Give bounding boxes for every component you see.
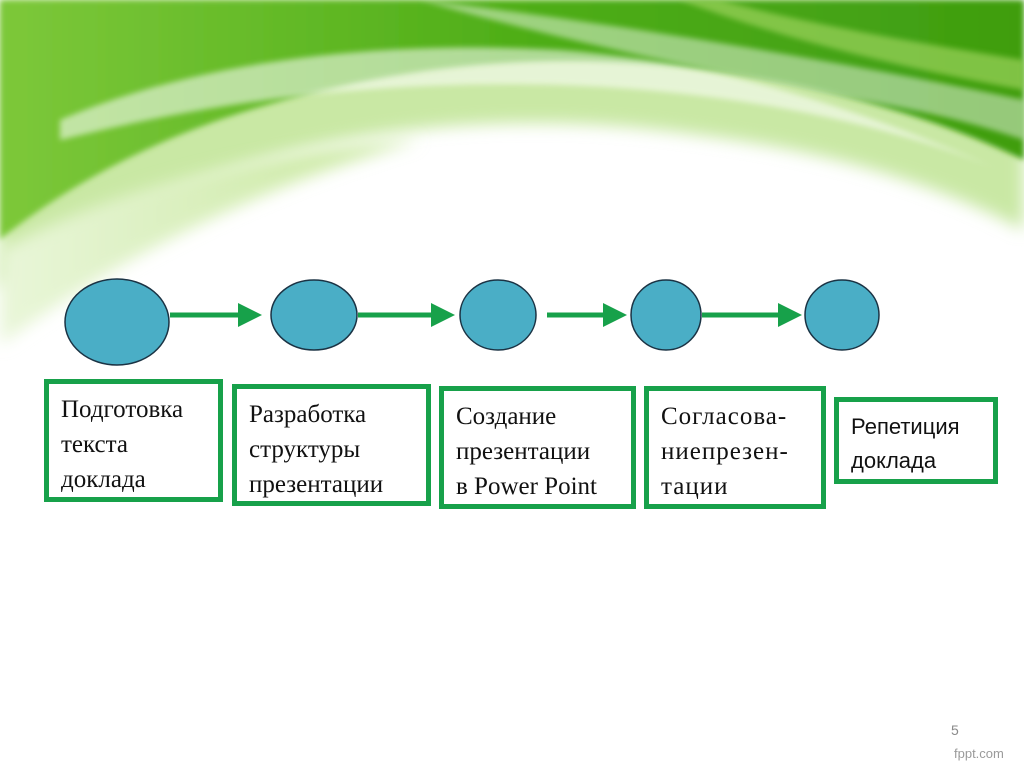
step-label-line: Согласова- — [661, 403, 788, 430]
step-label-line: доклада — [61, 466, 146, 493]
arrow-head — [431, 303, 455, 327]
step-label-line: текста — [61, 431, 128, 458]
slide-number: 5 — [951, 722, 959, 738]
flow-arrow-4 — [702, 303, 802, 327]
step-label-line: ниепрезен- — [661, 438, 789, 465]
step-box-5: Репетиция доклада — [834, 397, 998, 484]
step-label-line: тации — [661, 473, 729, 500]
flow-arrow-2 — [358, 303, 455, 327]
arrow-head — [238, 303, 262, 327]
step-box-2: Разработка структуры презентации — [232, 384, 431, 506]
step-label-line: Подготовка — [61, 396, 184, 423]
flow-node-circle-3 — [459, 279, 537, 351]
flow-node-circle-4 — [630, 279, 702, 351]
step-box-1: Подготовка текста доклада — [44, 379, 223, 502]
watermark: fppt.com — [954, 746, 1004, 761]
flow-arrow-3 — [547, 303, 627, 327]
step-box-4: Согласова- ниепрезен- тации — [644, 386, 826, 509]
step-label-line: презентации — [456, 438, 591, 465]
step-box-3: Создание презентации в Power Point — [439, 386, 636, 509]
flow-node-circle-5 — [804, 279, 880, 351]
step-label-line: доклада — [851, 448, 937, 473]
step-label-line: в Power Point — [456, 473, 597, 500]
step-label-line: Разработка — [249, 401, 367, 428]
step-label-line: Создание — [456, 403, 557, 430]
arrows-layer — [170, 303, 802, 327]
arrow-head — [778, 303, 802, 327]
arrow-head — [603, 303, 627, 327]
circles-layer — [64, 278, 880, 366]
flow-node-circle-1 — [64, 278, 170, 366]
step-label-line: структуры — [249, 436, 361, 463]
flow-arrow-1 — [170, 303, 262, 327]
flow-node-circle-2 — [270, 279, 358, 351]
step-label-line: Репетиция — [851, 414, 960, 439]
step-label-line: презентации — [249, 471, 384, 498]
